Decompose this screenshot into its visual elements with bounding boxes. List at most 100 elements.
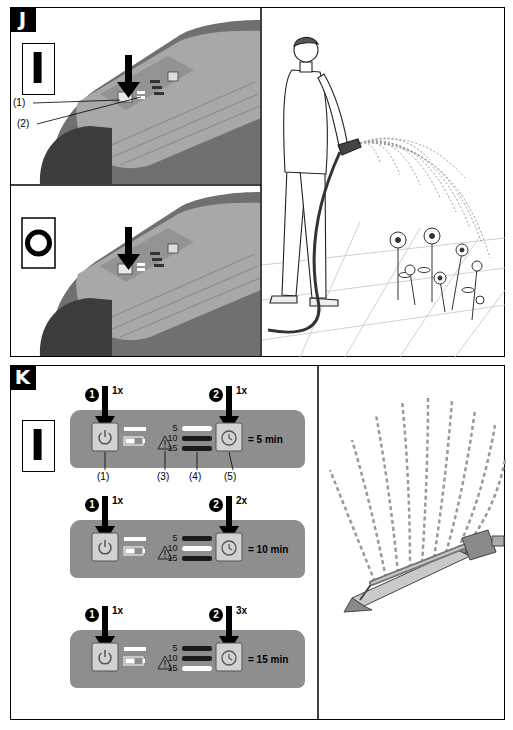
flowers <box>438 276 442 280</box>
power-off-symbol <box>28 232 50 254</box>
gardener <box>318 74 348 150</box>
leader-line <box>165 451 166 470</box>
oscillating-sprinkler <box>492 536 504 546</box>
panel-divider <box>260 7 262 357</box>
sprinkler-spray <box>330 470 375 582</box>
panel-divider <box>317 365 319 720</box>
press-count: 1x <box>112 385 123 397</box>
duration-label: = 5 min <box>248 434 283 446</box>
flowers <box>460 248 464 252</box>
step-number: 1 <box>85 608 99 622</box>
callout-number: (5) <box>224 471 236 483</box>
timer-scale-number: 5 <box>158 423 178 433</box>
callout-number: (1) <box>13 97 25 109</box>
oscillating-sprinkler <box>372 545 468 583</box>
press-count: 1x <box>236 385 247 397</box>
panel-letter: K <box>10 365 36 390</box>
water-spray <box>360 143 482 244</box>
callout-number: (4) <box>189 471 201 483</box>
gardener <box>270 296 297 303</box>
callout-number: (2) <box>17 118 29 130</box>
panel-letter: J <box>10 7 36 32</box>
step-number: 1 <box>85 498 99 512</box>
flowers <box>456 244 468 256</box>
water-spray <box>360 141 420 185</box>
flowers <box>462 288 474 293</box>
callout-number: (1) <box>97 471 109 483</box>
illustration <box>92 496 242 561</box>
callout-number: (3) <box>157 471 169 483</box>
sprinkler-spray <box>458 425 495 549</box>
leader-line <box>197 452 198 470</box>
oscillating-sprinkler <box>352 550 470 606</box>
power-on-symbol: I <box>23 44 53 93</box>
illustration <box>92 386 242 451</box>
oscillating-sprinkler <box>372 545 468 583</box>
gardener <box>268 37 361 332</box>
oscillating-sprinkler <box>344 530 504 612</box>
lit-time-bar <box>182 426 212 671</box>
floor-tiles <box>300 222 505 357</box>
symbol-box: I <box>22 43 55 95</box>
power-off-symbol <box>22 218 55 268</box>
sprinkler-spray <box>352 440 386 578</box>
water-spray <box>360 142 470 228</box>
gardener <box>300 62 312 72</box>
flowers <box>472 261 482 271</box>
figure-panel: KI510155101551015 <box>10 365 505 720</box>
power-off-symbol <box>22 218 55 268</box>
panel-divider <box>10 184 261 186</box>
gardener <box>310 298 338 306</box>
press-count: 2x <box>236 495 247 507</box>
flowers <box>430 234 435 239</box>
timer-scale-number: 5 <box>158 533 178 543</box>
flowers <box>424 228 440 244</box>
water-spray <box>360 142 400 175</box>
oscillating-sprinkler <box>360 545 468 600</box>
flowers <box>418 268 430 273</box>
pump-device <box>40 192 260 356</box>
lit-time-bar <box>182 426 212 431</box>
oscillating-sprinkler <box>344 598 372 612</box>
sprinkler-spray <box>434 400 452 558</box>
leader-line <box>33 100 120 103</box>
panel-divider <box>10 7 318 720</box>
gardener <box>338 139 361 155</box>
water-spray <box>360 138 490 258</box>
water-spray <box>360 141 440 198</box>
water-spray <box>360 138 430 160</box>
flowers <box>396 238 401 243</box>
water-spray <box>360 143 490 258</box>
flowers <box>390 232 406 248</box>
sprinkler-spray <box>376 415 398 573</box>
lit-time-bar <box>182 666 212 671</box>
duration-label: = 15 min <box>248 654 288 666</box>
step-number: 2 <box>209 388 223 402</box>
flowers <box>405 265 415 275</box>
power-on-symbol: I <box>23 421 53 470</box>
leader-line <box>229 452 233 470</box>
water-spray <box>360 143 380 162</box>
pump-device <box>40 192 260 356</box>
step-number: 1 <box>85 388 99 402</box>
gardener <box>284 70 328 174</box>
symbol-box: I <box>22 420 55 472</box>
gardener <box>294 37 318 46</box>
gardener <box>294 38 318 62</box>
press-count: 3x <box>236 605 247 617</box>
sprinkler-spray <box>446 410 475 553</box>
sprinkler-spray <box>422 395 428 563</box>
oscillating-sprinkler <box>462 530 496 560</box>
leader-line <box>37 97 141 124</box>
flowers <box>476 296 484 304</box>
illustration <box>92 606 242 671</box>
flowers <box>390 228 484 320</box>
duration-label: = 10 min <box>248 544 288 556</box>
gardener <box>300 170 326 298</box>
water-spray <box>360 139 465 178</box>
gardener <box>268 152 340 332</box>
